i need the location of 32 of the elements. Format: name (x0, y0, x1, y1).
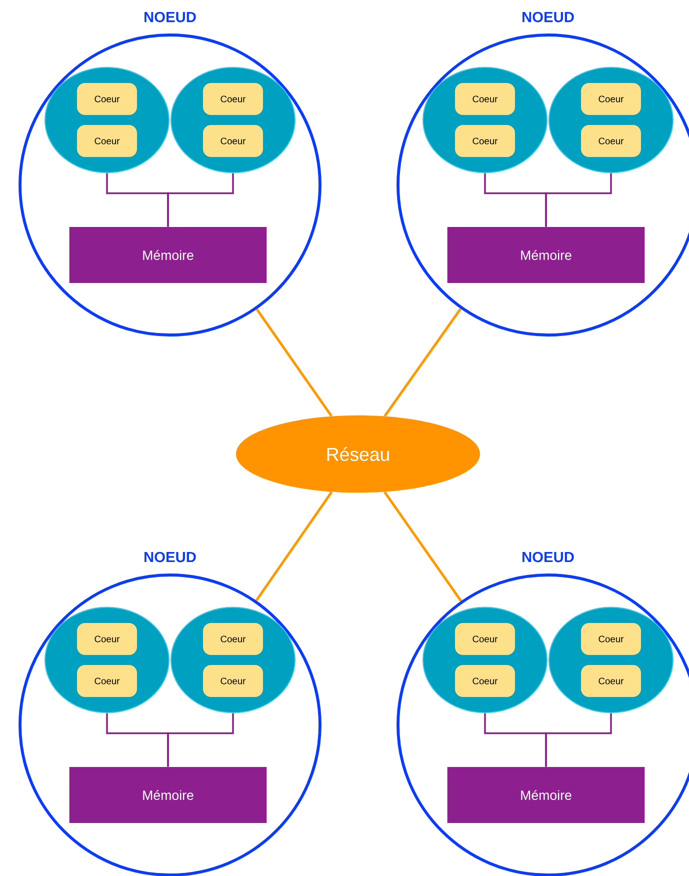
core-box: Coeur (455, 665, 515, 697)
core-box: Coeur (77, 83, 137, 115)
network-link (256, 308, 332, 417)
core-box: Coeur (203, 125, 263, 157)
network-link (384, 308, 462, 417)
memory-box: Mémoire (69, 227, 267, 283)
core-box: Coeur (455, 83, 515, 115)
core-box: Coeur (203, 623, 263, 655)
bus-line (545, 713, 612, 767)
node-heading: NOEUD (522, 12, 574, 22)
memory-box: Mémoire (69, 767, 267, 823)
core-box: Coeur (455, 125, 515, 157)
node-heading: NOEUD (144, 12, 196, 22)
core-box: Coeur (455, 623, 515, 655)
bus-line (545, 173, 612, 227)
node-heading: NOEUD (144, 552, 196, 562)
core-box: Coeur (581, 665, 641, 697)
network-link (384, 491, 462, 602)
node-heading: NOEUD (522, 552, 574, 562)
memory-box: Mémoire (447, 767, 645, 823)
core-box: Coeur (581, 623, 641, 655)
bus-line (167, 173, 234, 227)
core-box: Coeur (77, 125, 137, 157)
core-box: Coeur (77, 665, 137, 697)
core-box: Coeur (77, 623, 137, 655)
core-box: Coeur (203, 83, 263, 115)
memory-box: Mémoire (447, 227, 645, 283)
core-box: Coeur (581, 125, 641, 157)
core-box: Coeur (581, 83, 641, 115)
core-box: Coeur (203, 665, 263, 697)
network-link (255, 491, 333, 602)
bus-line (167, 713, 234, 767)
